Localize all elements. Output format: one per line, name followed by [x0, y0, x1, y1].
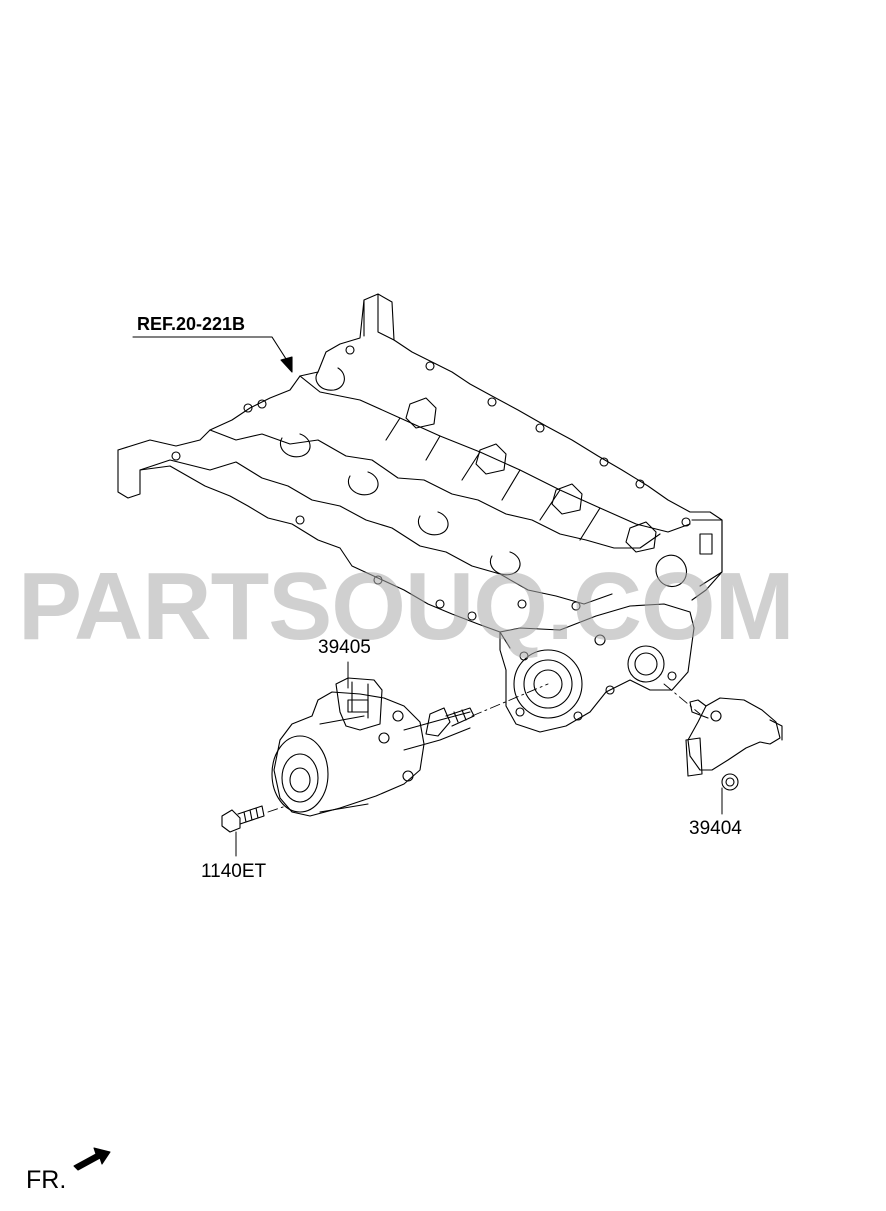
part-label-39405[interactable]: 39405 — [318, 637, 371, 658]
actuator-motor — [271, 677, 475, 817]
part-label-1140ET[interactable]: 1140ET — [201, 861, 267, 882]
part-leaders — [235, 661, 723, 857]
position-sensor — [685, 697, 783, 791]
alignment-lines — [267, 683, 701, 813]
ref-label[interactable]: REF.20-221B — [137, 314, 246, 334]
orientation-label: FR. — [26, 1166, 67, 1194]
part-label-39404[interactable]: 39404 — [689, 818, 742, 839]
front-arrow — [73, 1147, 111, 1171]
bolt — [221, 805, 265, 833]
cylinder-head-frame — [117, 293, 723, 733]
ref-leader — [132, 336, 293, 373]
